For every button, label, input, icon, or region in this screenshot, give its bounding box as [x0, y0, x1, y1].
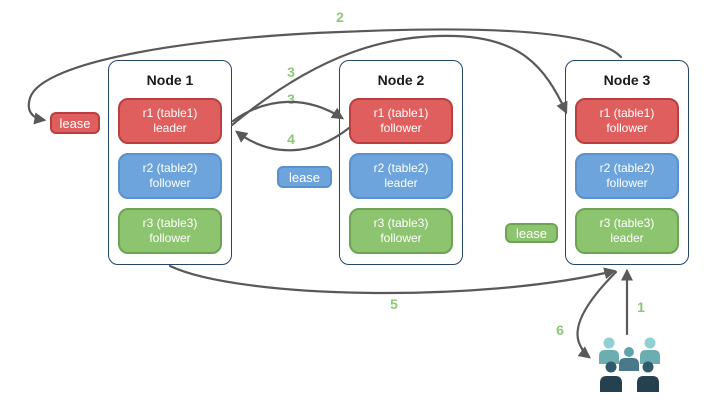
- lease-badge-green: lease: [505, 223, 558, 243]
- step-label-2: 2: [336, 9, 344, 25]
- node-2-r2-box: r2 (table2) leader: [349, 153, 453, 199]
- node-3-replicas: r1 (table1) follower r2 (table2) followe…: [575, 98, 679, 254]
- node-1-title: Node 1: [146, 72, 194, 88]
- node-3: Node 3 r1 (table1) follower r2 (table2) …: [565, 60, 689, 265]
- replica-label: r2 (table2): [142, 161, 198, 175]
- replica-label: r3 (table3): [599, 216, 655, 230]
- lease-badge-red: lease: [50, 112, 100, 134]
- node-3-title: Node 3: [603, 72, 651, 88]
- replica-role: follower: [606, 121, 648, 135]
- step-label-5: 5: [390, 296, 398, 312]
- node-3-r3-box: r3 (table3) leader: [575, 208, 679, 254]
- replica-role: follower: [149, 231, 191, 245]
- replica-role: leader: [610, 231, 644, 245]
- node-2-title: Node 2: [377, 72, 425, 88]
- replica-label: r2 (table2): [373, 161, 429, 175]
- replica-role: follower: [149, 176, 191, 190]
- node-3-r1-box: r1 (table1) follower: [575, 98, 679, 144]
- replica-label: r3 (table3): [373, 216, 429, 230]
- lease-badge-blue: lease: [277, 166, 332, 188]
- replica-label: r2 (table2): [599, 161, 655, 175]
- replica-label: r3 (table3): [142, 216, 198, 230]
- node-3-r2-box: r2 (table2) follower: [575, 153, 679, 199]
- replica-label: r1 (table1): [373, 106, 429, 120]
- clients-people-group-icon: [599, 337, 660, 392]
- step-label-3b: 3: [287, 91, 295, 107]
- node-1-replicas: r1 (table1) leader r2 (table2) follower …: [118, 98, 222, 254]
- replica-role: follower: [380, 231, 422, 245]
- replica-role: leader: [384, 176, 418, 190]
- step-label-4: 4: [287, 131, 295, 147]
- replica-role: leader: [153, 121, 187, 135]
- arrow-step-6: [576, 270, 618, 359]
- node-2-replicas: r1 (table1) follower r2 (table2) leader …: [349, 98, 453, 254]
- node-2-r3-box: r3 (table3) follower: [349, 208, 453, 254]
- replica-role: follower: [606, 176, 648, 190]
- node-2: Node 2 r1 (table1) follower r2 (table2) …: [339, 60, 463, 265]
- step-label-6: 6: [556, 322, 564, 338]
- node-1: Node 1 r1 (table1) leader r2 (table2) fo…: [108, 60, 232, 265]
- node-1-r2-box: r2 (table2) follower: [118, 153, 222, 199]
- replica-label: r1 (table1): [142, 106, 198, 120]
- node-1-r1-box: r1 (table1) leader: [118, 98, 222, 144]
- arrow-step-5: [168, 264, 617, 295]
- replica-role: follower: [380, 121, 422, 135]
- replica-label: r1 (table1): [599, 106, 655, 120]
- step-label-3a: 3: [287, 64, 295, 80]
- node-1-r3-box: r3 (table3) follower: [118, 208, 222, 254]
- node-2-r1-box: r1 (table1) follower: [349, 98, 453, 144]
- step-label-1: 1: [637, 299, 645, 315]
